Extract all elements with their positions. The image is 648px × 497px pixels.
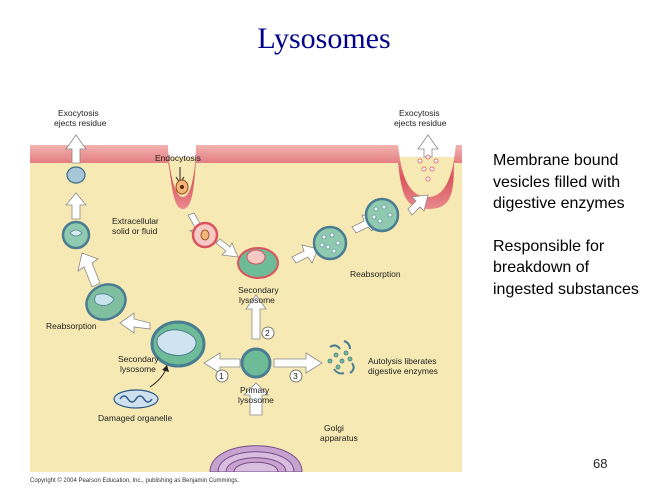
label-secondary-lysosome-center-1: Secondary	[238, 285, 279, 295]
autolysis-enzymes	[327, 340, 355, 375]
label-exocytosis-right-1: Exocytosis	[399, 108, 440, 118]
arrow-exocytosis-right	[417, 134, 439, 158]
endocytosed-core	[180, 185, 184, 189]
damaged-organelle-cristae	[119, 395, 153, 403]
primary-lysosome	[240, 347, 272, 379]
step-2-circle	[261, 326, 275, 340]
label-extracellular-1: Extracellular	[112, 216, 159, 226]
label-primary-lysosome-2: lysosome	[238, 395, 274, 405]
label-exocytosis-left-1: Exocytosis	[58, 108, 99, 118]
arrow-right-up	[407, 194, 429, 216]
arrow-endo-2	[215, 238, 239, 258]
bullet-list: Membrane bound vesicles filled with dige…	[493, 150, 643, 321]
label-secondary-lysosome-left-2: lysosome	[120, 364, 156, 374]
arrow-up-2	[77, 252, 101, 288]
golgi-apparatus	[209, 445, 303, 472]
endocytic-vesicle-core	[200, 229, 210, 241]
plasma-membrane	[30, 145, 462, 209]
vesicle-right-dots	[319, 204, 393, 254]
step-markers	[215, 326, 303, 383]
secondary-lysosome-left-organelle	[156, 329, 197, 357]
label-golgi-1: Golgi	[324, 423, 344, 433]
figure-copyright: Copyright © 2004 Pearson Education, Inc.…	[30, 478, 240, 484]
bullet-membrane-vesicles: Membrane bound vesicles filled with dige…	[493, 152, 625, 212]
arrow-up-1	[65, 192, 87, 220]
lysosome-figure: 1 2 3 Exocytosis ejects residue Exocytos…	[30, 97, 462, 472]
label-reabsorption-right: Reabsorption	[350, 269, 401, 279]
exocytosis-right-residue	[417, 154, 439, 182]
label-damaged-organelle: Damaged organelle	[98, 413, 172, 423]
arrow-primary-right	[273, 352, 323, 374]
label-secondary-lysosome-left-1: Secondary	[118, 354, 159, 364]
vesicle-right-2	[364, 197, 400, 233]
arrow-primary-to-secondary-left	[203, 352, 241, 374]
label-secondary-lysosome-center-2: lysosome	[239, 295, 275, 305]
arrow-primary-up	[245, 294, 267, 340]
arrow-to-left-secondary	[119, 312, 151, 334]
page-number: 68	[593, 456, 608, 471]
label-autolysis-1: Autolysis liberates	[368, 356, 437, 366]
vesicle-left-top-debris	[69, 229, 83, 237]
step-2-label: 2	[265, 328, 270, 338]
exocytosis-vesicle-left	[66, 166, 86, 184]
arrow-damaged-head	[162, 365, 169, 372]
label-autolysis-2: digestive enzymes	[368, 366, 438, 376]
step-3-circle	[289, 369, 303, 383]
slide-title: Lysosomes	[257, 22, 391, 55]
label-extracellular-2: solid or fluid	[112, 226, 158, 236]
label-endocytosis: Endocytosis	[155, 153, 201, 163]
step-1-label: 1	[219, 371, 224, 381]
label-exocytosis-right-2: ejects residue	[394, 118, 447, 128]
bullet-breakdown: Responsible for breakdown of ingested su…	[493, 237, 639, 298]
label-golgi-2: apparatus	[320, 433, 358, 443]
vesicle-left-mid-debris	[94, 293, 115, 306]
label-reabsorption-left: Reabsorption	[46, 321, 97, 331]
arrow-golgi-up	[243, 382, 269, 416]
arrow-to-right-1	[291, 244, 319, 264]
arrow-exocytosis-left	[65, 134, 87, 164]
extracellular-space	[30, 97, 462, 145]
label-primary-lysosome-1: Primary	[240, 385, 270, 395]
step-3-label: 3	[293, 371, 298, 381]
secondary-lysosome-center-inner	[246, 249, 266, 265]
label-exocytosis-left-2: ejects residue	[54, 118, 107, 128]
step-1-circle	[215, 369, 229, 383]
vesicle-right-1	[312, 225, 348, 261]
